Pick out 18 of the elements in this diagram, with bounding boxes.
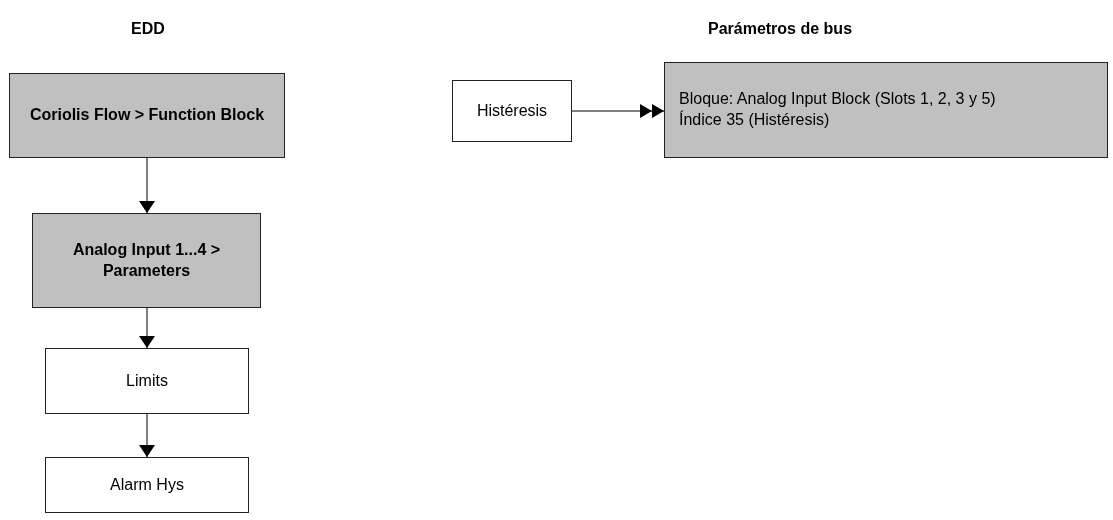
process-box <box>45 348 249 414</box>
box-label: Limits <box>126 370 168 391</box>
process-box <box>32 213 261 308</box>
box-label: Alarm Hys <box>110 474 184 495</box>
box-label: Índice 35 (Histéresis) <box>679 110 830 130</box>
process-box <box>452 80 572 142</box>
column-heading: EDD <box>131 20 165 38</box>
column-heading: Parámetros de bus <box>707 20 853 38</box>
arrow <box>139 157 155 214</box>
box-label: Coriolis Flow > Function Block <box>29 105 265 126</box>
arrow <box>139 307 155 349</box>
process-box <box>9 73 285 158</box>
box-label: Analog Input 1...4 > Parameters <box>71 239 222 281</box>
process-box <box>45 457 249 513</box>
box-label: Bloque: Analog Input Block (Slots 1, 2, 3 y 5) <box>679 89 996 110</box>
process-box <box>664 62 1108 158</box>
box-label: Histéresis <box>476 100 548 121</box>
arrow <box>139 413 155 458</box>
